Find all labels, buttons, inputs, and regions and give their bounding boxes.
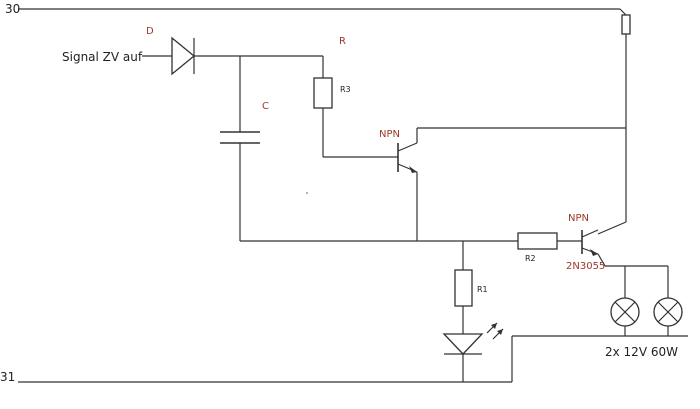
diode-d-symbol <box>171 36 196 76</box>
npn1-label: NPN <box>379 129 400 140</box>
r1-label: R1 <box>477 285 488 294</box>
diode-label: D <box>146 26 154 37</box>
q2-collector-wire <box>597 221 627 235</box>
r2-label: R2 <box>525 254 536 263</box>
rail-30-corner-wire <box>619 8 627 16</box>
lamps-label: 2x 12V 60W <box>605 345 678 359</box>
rail-31-label: 31 <box>0 370 15 384</box>
fuse-symbol <box>621 14 631 35</box>
lamp-1-symbol <box>610 297 640 327</box>
r3-label: R3 <box>340 85 351 94</box>
rail-30-label: 30 <box>5 2 20 16</box>
capacitor-label: C <box>262 101 269 112</box>
npn2-part-label: 2N3055 <box>566 261 605 272</box>
transistor-npn1-symbol <box>397 142 418 173</box>
resistor-r3-symbol <box>313 77 333 109</box>
stray-dot <box>306 192 308 194</box>
led-symbol <box>442 322 504 355</box>
npn2-label: NPN <box>568 213 589 224</box>
capacitor-c-symbol <box>220 131 260 144</box>
signal-input-label: Signal ZV auf <box>62 50 143 64</box>
resistor-r2-symbol <box>517 232 558 250</box>
q2-emitter-wire <box>597 253 606 267</box>
lamp-2-symbol <box>653 297 683 327</box>
resistor-r1-symbol <box>454 269 473 307</box>
transistor-npn2-symbol <box>581 229 599 256</box>
resistor-group-label: R <box>339 36 346 47</box>
